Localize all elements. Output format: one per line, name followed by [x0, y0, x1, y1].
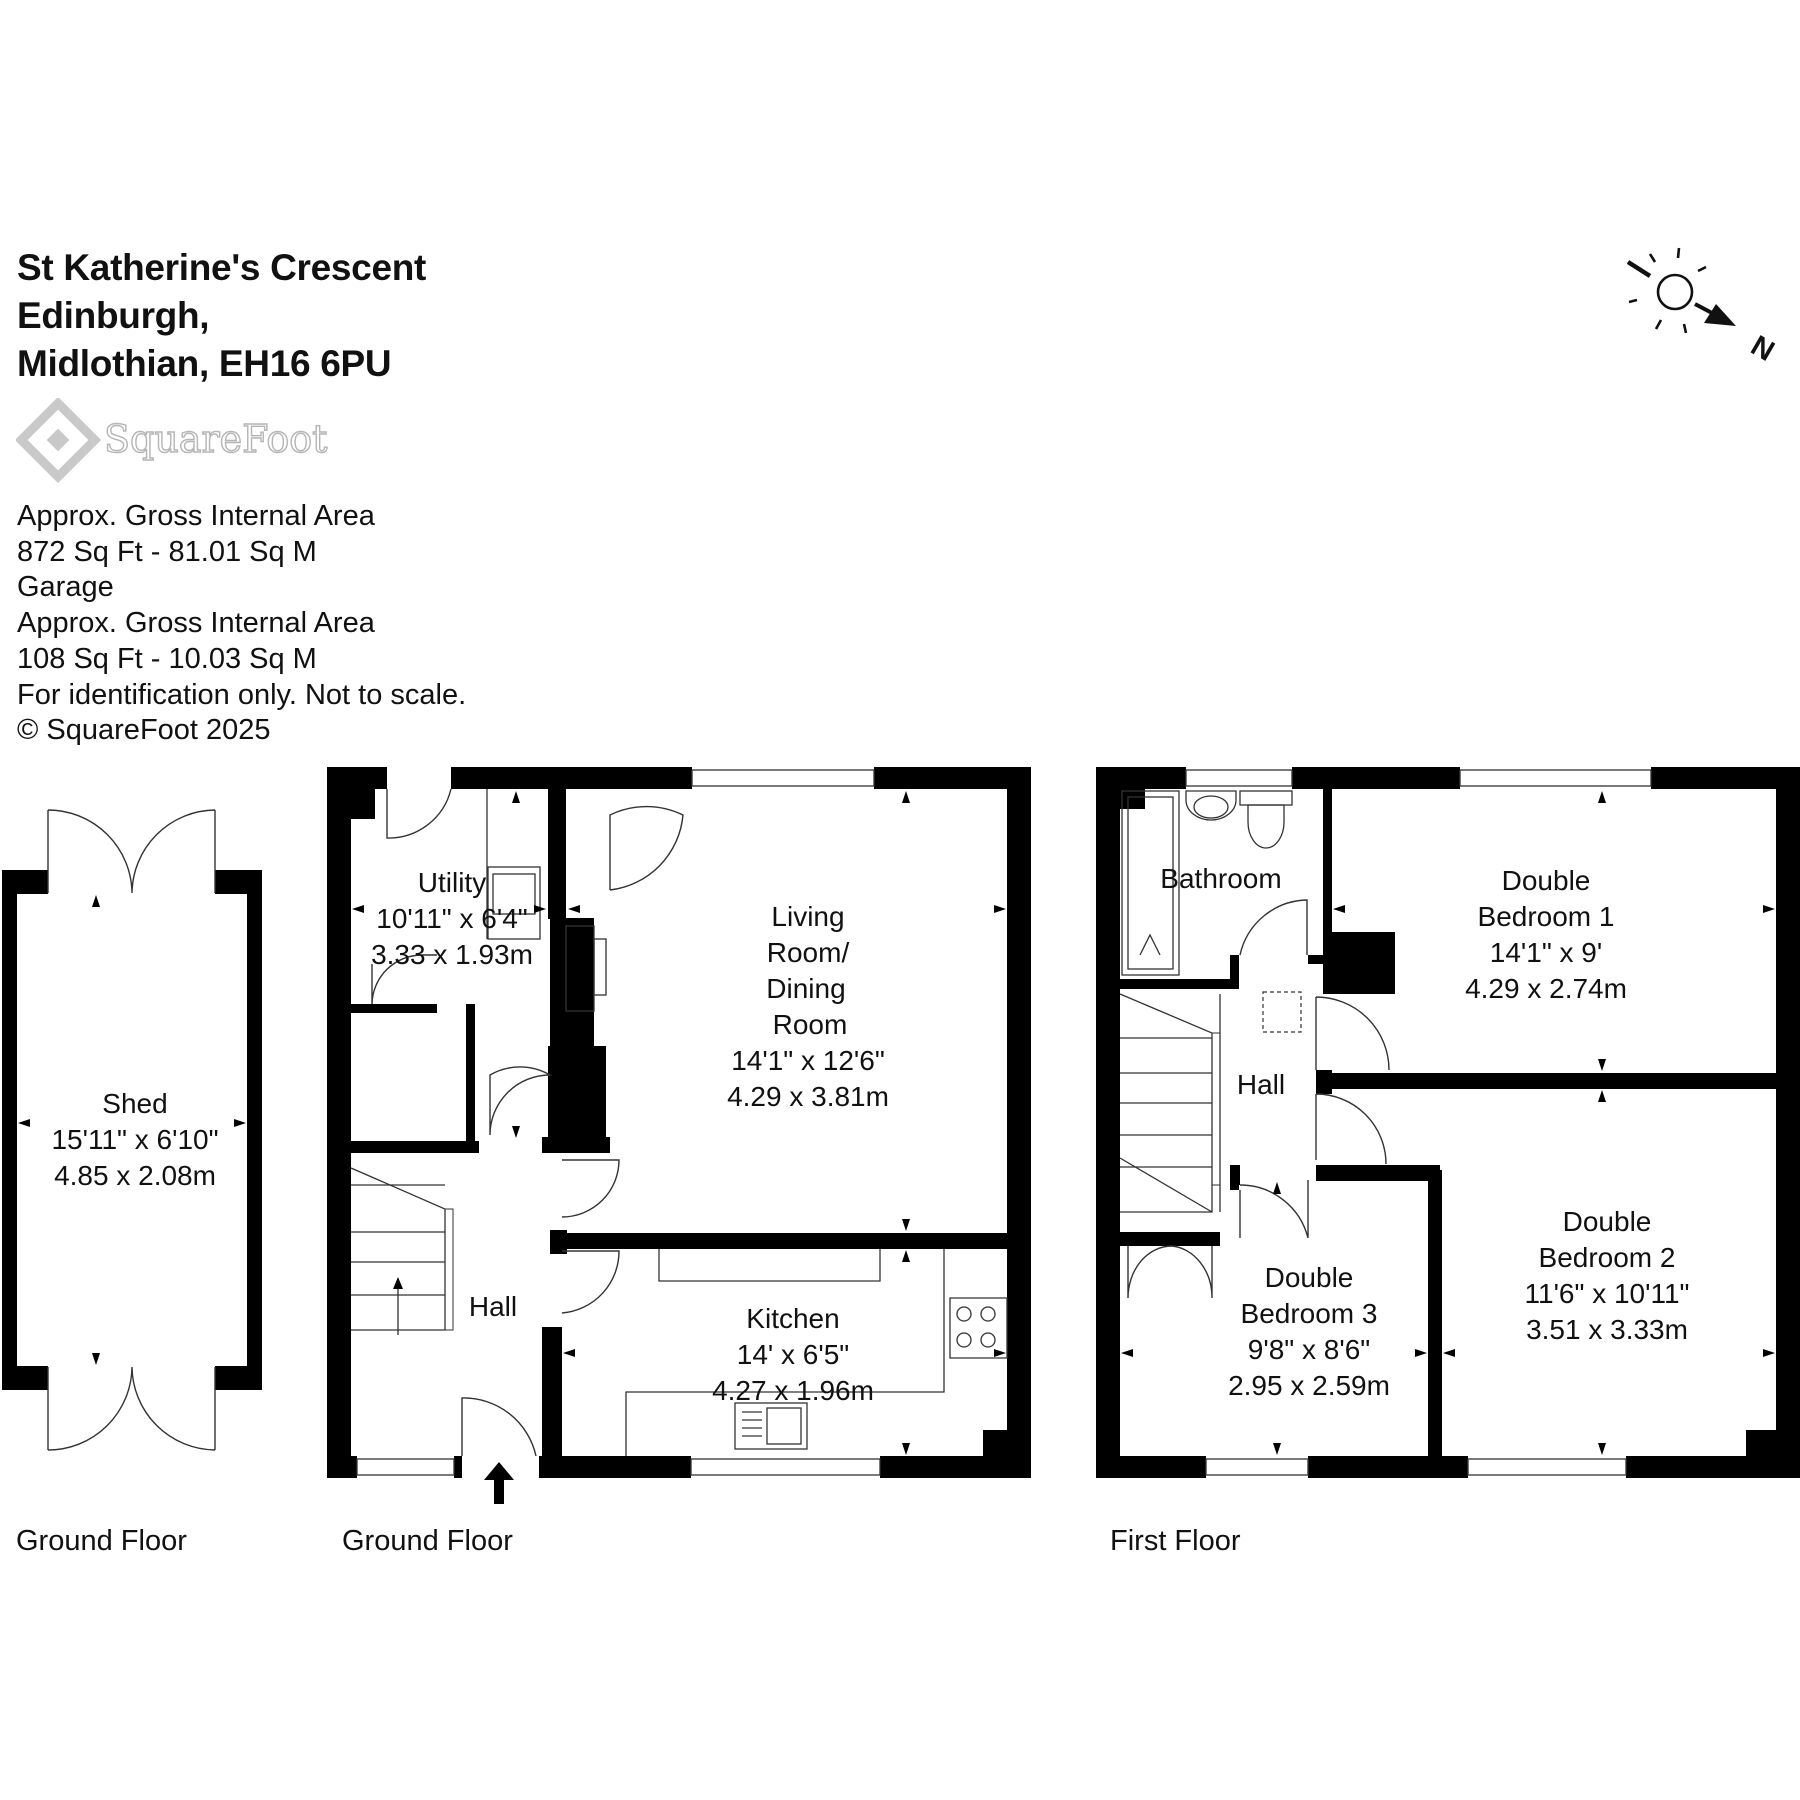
room-name: Dining: [766, 973, 845, 1004]
room-imperial: 11'6" x 10'11": [1525, 1278, 1690, 1309]
bedroom2-door: [1315, 1093, 1387, 1165]
utility-sink-icon: [487, 866, 541, 940]
squarefoot-logo-text: SquareFoot: [104, 417, 327, 461]
compass: N: [1626, 247, 1780, 368]
room-imperial: 9'8" x 8'6": [1248, 1334, 1370, 1365]
room-utility: Utility 10'11" x 6'4" 3.33 x 1.93m: [371, 867, 533, 970]
room-name: Bedroom 2: [1539, 1242, 1676, 1273]
room-metric: 2.95 x 2.59m: [1228, 1370, 1390, 1401]
bedroom3-door: [1239, 1180, 1309, 1239]
loft-hatch-icon: [1262, 991, 1302, 1033]
room-bedroom-2: Double Bedroom 2 11'6" x 10'11" 3.51 x 3…: [1525, 1206, 1690, 1345]
ground-floor-plan: [327, 767, 1031, 1504]
info-line: Garage: [17, 571, 114, 604]
room-name: Hall: [469, 1291, 517, 1322]
info-line: For identification only. Not to scale.: [17, 678, 467, 711]
room-imperial: 14'1" x 12'6": [731, 1045, 885, 1076]
utility-cupboard-door: [371, 954, 437, 1005]
room-name: Bedroom 1: [1478, 901, 1615, 932]
room-name: Bedroom 3: [1241, 1298, 1378, 1329]
hall-living-door: [561, 1159, 620, 1218]
utility-back-door: [386, 788, 452, 839]
room-metric: 4.85 x 2.08m: [54, 1160, 216, 1191]
room-name: Utility: [418, 867, 486, 898]
room-metric: 4.29 x 3.81m: [727, 1081, 889, 1112]
hall-kitchen-door: [561, 1250, 620, 1314]
room-imperial: 14'1" x 9': [1490, 937, 1602, 968]
shed-door-top: [47, 809, 216, 894]
room-name: Room/: [767, 937, 850, 968]
hall-utility-door: [489, 1066, 553, 1136]
cupboard-door: [1127, 1245, 1213, 1299]
living-room-door: [609, 805, 684, 891]
room-name: Double: [1563, 1206, 1652, 1237]
room-bedroom-3: Double Bedroom 3 9'8" x 8'6" 2.95 x 2.59…: [1228, 1262, 1390, 1401]
room-living-dining: Living Room/ Dining Room 14'1" x 12'6" 4…: [727, 901, 889, 1112]
address-line-3: Midlothian, EH16 6PU: [17, 343, 392, 384]
room-kitchen: Kitchen 14' x 6'5" 4.27 x 1.96m: [712, 1303, 874, 1406]
sun-icon: [1626, 247, 1707, 334]
property-address: St Katherine's Crescent Edinburgh, Midlo…: [17, 244, 426, 388]
floor-label-first: First Floor: [1110, 1525, 1241, 1557]
room-metric: 3.51 x 3.33m: [1526, 1314, 1688, 1345]
room-imperial: 15'11" x 6'10": [51, 1124, 218, 1155]
room-first-hall: Hall: [1237, 1069, 1285, 1100]
room-name: Double: [1265, 1262, 1354, 1293]
toilet-icon: [1239, 790, 1293, 849]
info-line: Approx. Gross Internal Area: [17, 607, 375, 640]
basin-icon: [1185, 790, 1237, 821]
room-imperial: 10'11" x 6'4": [376, 903, 527, 934]
address-line-2: Edinburgh,: [17, 295, 210, 336]
floor-label-shed: Ground Floor: [16, 1525, 187, 1557]
room-name: Double: [1502, 865, 1591, 896]
north-arrow-icon: [1694, 302, 1736, 326]
room-name: Bathroom: [1160, 863, 1281, 894]
room-name: Kitchen: [746, 1303, 839, 1334]
room-name: Shed: [102, 1088, 167, 1119]
info-line: © SquareFoot 2025: [17, 714, 271, 747]
bath-icon: [1121, 790, 1180, 976]
bathroom-door: [1239, 899, 1308, 956]
first-floor-plan: [1096, 767, 1800, 1478]
address-line-1: St Katherine's Crescent: [17, 247, 427, 288]
room-name: Hall: [1237, 1069, 1285, 1100]
hob-icon: [949, 1297, 1008, 1359]
floor-label-ground: Ground Floor: [342, 1525, 513, 1557]
room-ground-hall: Hall: [469, 1291, 517, 1322]
squarefoot-logo: SquareFoot: [16, 398, 328, 484]
room-metric: 3.33 x 1.93m: [371, 939, 533, 970]
area-info: Approx. Gross Internal Area 872 Sq Ft - …: [17, 499, 466, 749]
room-metric: 4.27 x 1.96m: [712, 1375, 874, 1406]
shed-door-bottom: [47, 1366, 216, 1451]
ground-stairs: [350, 1167, 454, 1335]
room-name: Living: [771, 901, 844, 932]
bedroom1-door: [1315, 996, 1390, 1071]
room-shed: Shed 15'11" x 6'10" 4.85 x 2.08m: [51, 1088, 218, 1191]
front-door: [461, 1397, 537, 1457]
kitchen-sink-icon: [734, 1402, 808, 1450]
shed-plan: [2, 809, 262, 1451]
info-line: 872 Sq Ft - 81.01 Sq M: [17, 535, 317, 568]
info-line: Approx. Gross Internal Area: [17, 500, 375, 532]
room-metric: 4.29 x 2.74m: [1465, 973, 1627, 1004]
first-floor-stairs: [1119, 993, 1221, 1213]
info-line: 108 Sq Ft - 10.03 Sq M: [17, 642, 317, 675]
room-name: Room: [773, 1009, 848, 1040]
room-bathroom: Bathroom: [1160, 863, 1281, 894]
north-label: N: [1745, 330, 1779, 368]
room-bedroom-1: Double Bedroom 1 14'1" x 9' 4.29 x 2.74m: [1465, 865, 1627, 1004]
room-imperial: 14' x 6'5": [737, 1339, 849, 1370]
